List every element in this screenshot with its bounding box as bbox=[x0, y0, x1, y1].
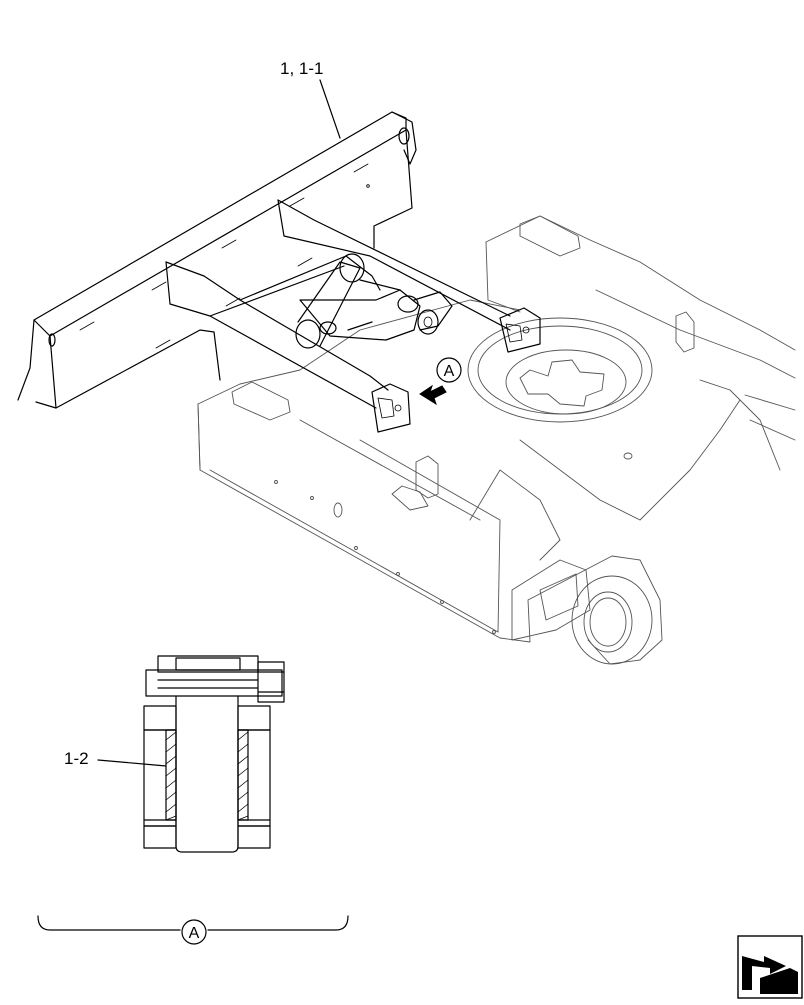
next-page-arrow-icon[interactable] bbox=[737, 935, 803, 999]
detail-bracket: A bbox=[37, 915, 349, 945]
detail-view-a bbox=[143, 655, 285, 853]
detail-a-label: A bbox=[189, 925, 200, 942]
callout-main-part: 1, 1-1 bbox=[280, 59, 323, 78]
leader-main-part bbox=[319, 79, 341, 139]
view-a-label: A bbox=[444, 363, 455, 380]
dozer-blade-assembly bbox=[17, 111, 541, 433]
leader-bushing bbox=[97, 759, 167, 767]
callout-bushing: 1-2 bbox=[64, 749, 89, 768]
view-a-marker: A bbox=[436, 357, 462, 383]
undercarriage-frame bbox=[197, 215, 796, 665]
